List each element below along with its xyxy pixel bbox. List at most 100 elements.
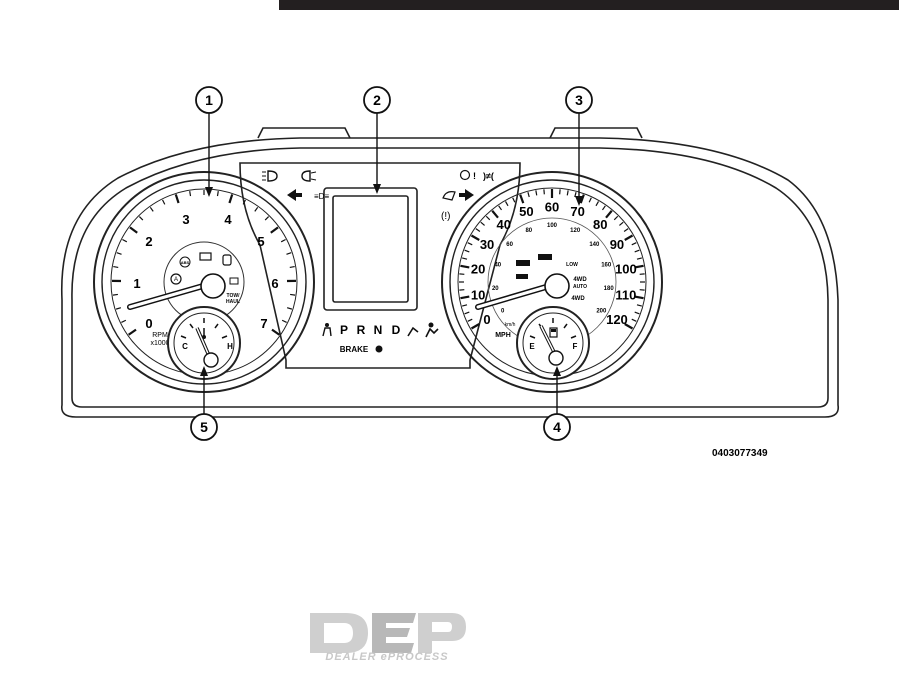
brake-indicator-dot [375,345,383,353]
tach-unit-x1000: x1000 [150,340,169,347]
gauge-tick [475,228,481,233]
gauge-tick [574,192,577,198]
gauge-tick [512,197,516,203]
gauge-tick [519,194,525,204]
gauge-tick [460,264,470,269]
gauge-tick [467,318,473,322]
kmh-number-140: 140 [589,242,600,248]
gauge-tick [174,194,180,204]
gauge-tick [619,221,624,226]
mph-number-80: 80 [593,217,607,232]
gauge-tick [460,295,470,300]
gauge-tick [286,252,292,255]
mph-number-100: 100 [615,262,637,277]
kmh-label: km/h [505,322,516,328]
abs-icon: ABS [179,256,191,268]
gauge-tick [634,249,640,253]
4wd-label: 4WD [571,296,585,302]
gauge-tick [270,226,279,234]
seatbelt-icon [322,323,332,337]
gauge-tick [271,328,280,336]
gauge-tick [634,295,644,300]
gauge-tick [462,304,468,307]
tachometer: 0 1 2 3 4 5 6 7 RPM x1000 TOW/ HAUL ABS … [93,171,315,393]
kmh-number-20: 20 [492,286,499,292]
callout-2: 2 [363,86,391,194]
svg-text:A: A [174,277,178,283]
tach-number-0: 0 [145,316,152,331]
gauge-tick [115,307,122,310]
gauge-tick [498,205,503,211]
tach-number-4: 4 [224,212,232,227]
svg-text:≡D≡: ≡D≡ [314,192,329,201]
gauge-tick [605,210,613,219]
header-bar [279,0,899,10]
gauge-tick [595,201,600,207]
gauge-tick [289,265,295,269]
gauge-tick [470,323,480,330]
high-beam-icon: )≠( [483,171,494,181]
gauge-tick [113,265,119,269]
gear-r: R [357,323,366,337]
gauge-tick [129,226,138,234]
tow-haul-label-2: HAUL [226,299,240,305]
tach-unit-rpm: RPM [152,332,168,339]
gauge-tick [112,293,118,296]
callout-4: 4 [543,366,571,441]
mph-number-90: 90 [610,237,624,252]
tach-number-6: 6 [271,276,278,291]
gauge-tick [189,191,192,197]
mph-number-10: 10 [471,288,485,303]
gauge-tick [149,206,154,212]
gauge-tick [464,249,470,253]
gauge-tick [228,194,234,204]
truck-icon-3 [516,274,528,279]
fog-lamp-icon [301,170,317,182]
gauge-tick [116,252,122,255]
auto-stop-icon: A [170,273,182,285]
callout-4-number: 4 [553,419,561,435]
gauge-tick [470,234,480,241]
gauge-tick [504,201,509,207]
gauge-tick [464,311,470,315]
gear-n: N [374,323,383,337]
gauge-tick [280,238,286,243]
gauge-tick [527,192,530,198]
gauge-tick [462,257,468,260]
gauge-tick [264,216,270,221]
truck-icon-2 [538,254,552,260]
gauge-tick [566,190,569,196]
low-range-label: LOW [566,262,578,268]
mph-number-30: 30 [480,237,494,252]
washer-icon [442,191,456,201]
cruise-icon: ! [459,169,476,181]
4wd-auto-label-1: 4WD [573,277,587,283]
traction-control-icon [222,254,232,266]
gauge-tick [162,199,166,205]
mph-number-20: 20 [471,262,485,277]
kmh-number-180: 180 [604,286,615,292]
gauge-tick [242,199,246,205]
kmh-number-100: 100 [547,223,558,229]
gauge-tick [535,190,538,196]
gauge-tick [636,257,642,260]
rear-fog-icon: ≡D≡ [314,192,329,201]
fuel-full-label: F [573,342,578,351]
temp-hot-label: H [227,342,233,351]
callout-5: 5 [190,366,218,441]
gauge-tick [636,304,642,307]
gauge-tick [138,216,144,221]
fuel-gauge: E F [516,306,590,380]
door-ajar-icon [407,326,419,337]
gear-p: P [340,323,348,337]
kmh-number-60: 60 [506,242,513,248]
tach-number-7: 7 [260,316,267,331]
mph-number-50: 50 [519,204,533,219]
gauge-tick [579,194,585,204]
4wd-auto-label-2: AUTO [573,284,587,290]
headlamp-icon [262,170,278,182]
gauge-tick [634,311,640,315]
gauge-tick [254,206,259,212]
kmh-number-40: 40 [494,262,501,268]
